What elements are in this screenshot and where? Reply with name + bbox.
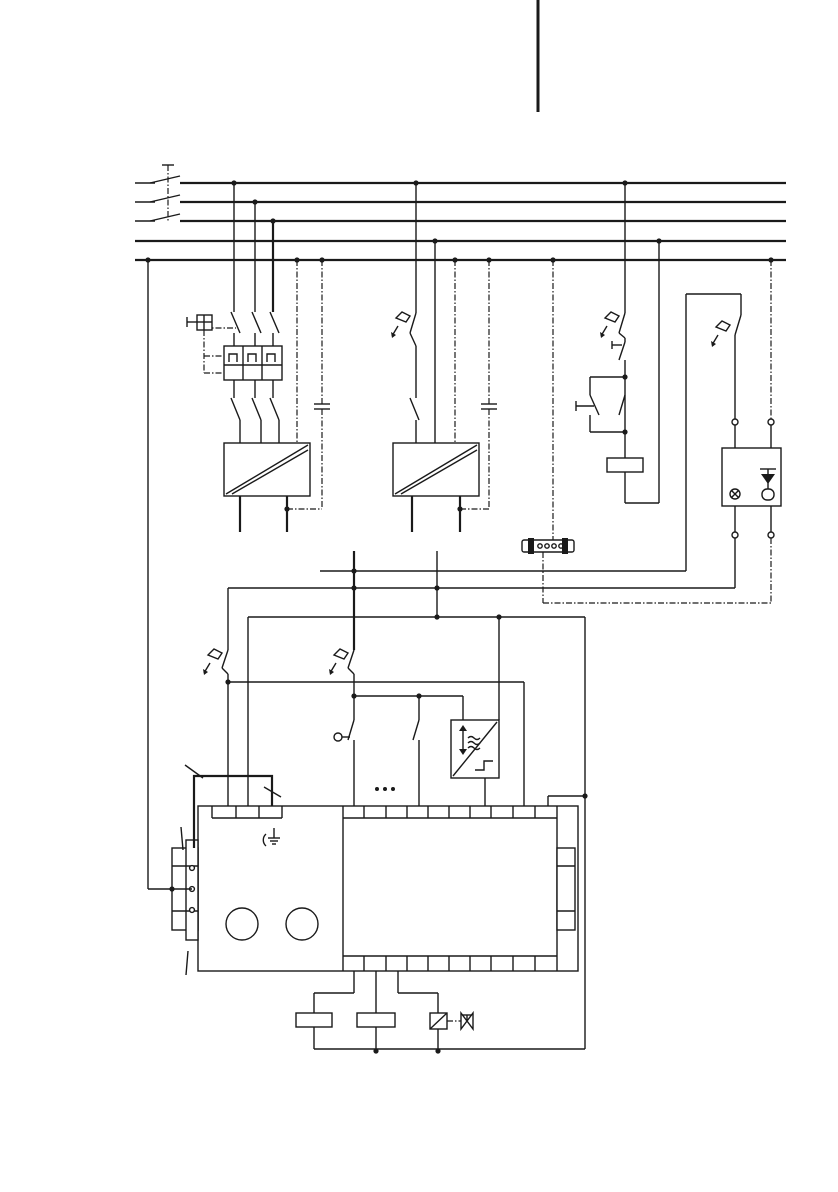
start-stop-pushbuttons <box>334 720 419 806</box>
solenoid-valve <box>398 971 473 1049</box>
relay-coil <box>357 971 395 1049</box>
motor-circuit-breaker <box>187 183 282 380</box>
emergency-stop-button <box>329 588 463 720</box>
frequency-inverter <box>393 241 479 532</box>
emergency-stop-button <box>686 294 741 571</box>
signal-lamp <box>722 260 781 603</box>
supply-busbars <box>135 183 786 260</box>
emergency-stop-button <box>391 183 416 398</box>
frequency-inverter <box>224 443 310 532</box>
main-isolator-switch <box>135 165 180 222</box>
terminal-strip <box>522 260 771 603</box>
relay-coil <box>296 971 354 1049</box>
ellipsis-icon <box>375 787 395 791</box>
control-relay-module <box>172 806 578 971</box>
line-contactor-contacts <box>231 380 279 443</box>
signal-isolator <box>451 720 499 806</box>
contactor-coil <box>607 241 659 503</box>
start-stop-pushbuttons <box>576 338 628 435</box>
control-wiring <box>228 551 735 1049</box>
common-return-wiring <box>314 1048 585 1053</box>
